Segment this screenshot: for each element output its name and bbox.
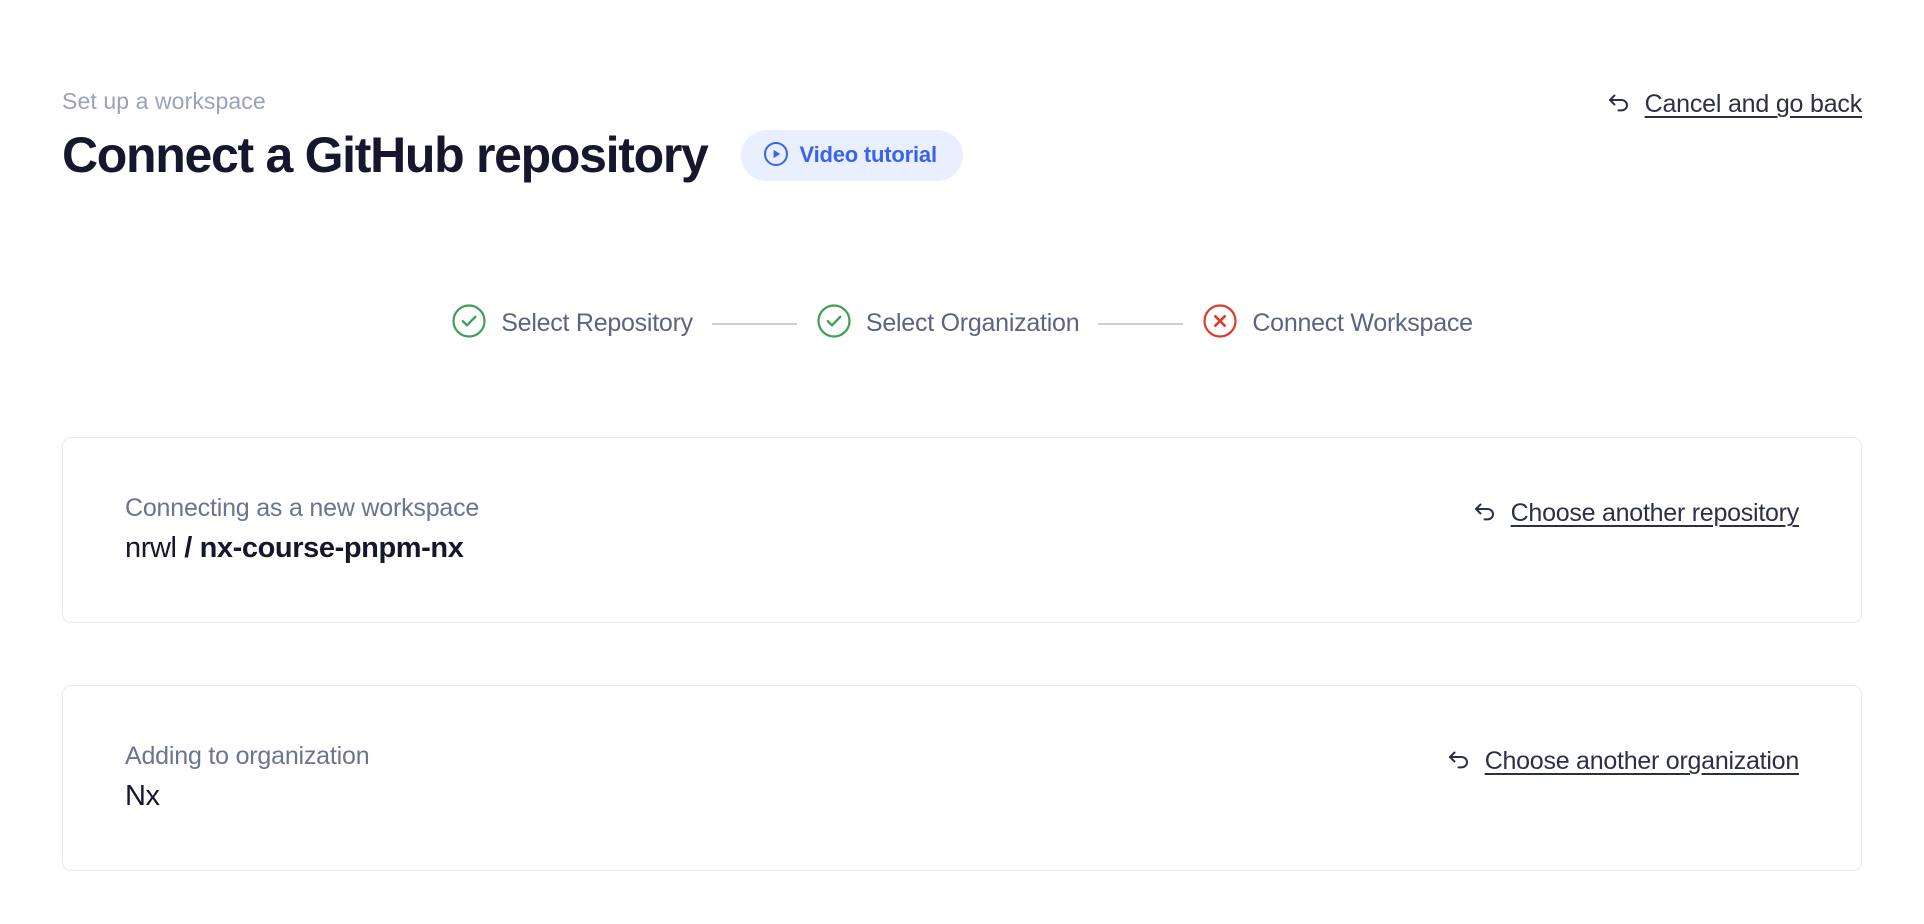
organization-card-value: Nx	[125, 780, 160, 813]
step-connector-1	[711, 322, 797, 325]
undo-arrow-icon	[1445, 745, 1473, 778]
video-tutorial-button[interactable]: Video tutorial	[740, 129, 963, 181]
organization-card-caption: Adding to organization	[125, 742, 370, 771]
repository-card: Connecting as a new workspace nrwl / nx-…	[62, 437, 1862, 623]
cancel-and-go-back-label: Cancel and go back	[1644, 90, 1863, 118]
x-circle-icon	[1202, 303, 1238, 344]
play-circle-icon	[763, 141, 789, 170]
repository-name: nx-course-pnpm-nx	[199, 532, 464, 565]
repository-card-caption: Connecting as a new workspace	[125, 494, 480, 523]
video-tutorial-label: Video tutorial	[799, 142, 938, 168]
step-select-repository[interactable]: Select Repository	[451, 303, 693, 344]
organization-card-inner: Adding to organization Nx Choose another…	[125, 742, 1799, 813]
repository-card-value: nrwl / nx-course-pnpm-nx	[125, 532, 479, 565]
repository-separator: /	[184, 532, 192, 565]
choose-another-organization-label: Choose another organization	[1484, 747, 1800, 776]
check-circle-icon	[816, 303, 852, 344]
step-label-connect-workspace: Connect Workspace	[1252, 309, 1473, 337]
choose-another-repository-label: Choose another repository	[1510, 499, 1800, 528]
organization-card: Adding to organization Nx Choose another…	[62, 685, 1862, 871]
choose-another-organization-link[interactable]: Choose another organization	[1445, 745, 1799, 778]
check-circle-icon	[451, 303, 487, 344]
step-label-select-repository: Select Repository	[501, 309, 693, 337]
breadcrumb: Set up a workspace	[62, 88, 266, 114]
undo-arrow-icon	[1605, 88, 1633, 121]
repository-card-inner: Connecting as a new workspace nrwl / nx-…	[125, 494, 1799, 565]
page-header: Set up a workspace Connect a GitHub repo…	[62, 88, 1862, 183]
title-row: Connect a GitHub repository Video tutori…	[62, 126, 1862, 183]
progress-stepper: Select Repository Select Organization Co…	[0, 303, 1924, 344]
repository-card-text: Connecting as a new workspace nrwl / nx-…	[125, 494, 479, 565]
organization-card-text: Adding to organization Nx	[125, 742, 370, 813]
step-connect-workspace[interactable]: Connect Workspace	[1202, 303, 1473, 344]
page-title: Connect a GitHub repository	[62, 126, 709, 183]
repository-owner: nrwl	[125, 532, 177, 565]
step-select-organization[interactable]: Select Organization	[816, 303, 1080, 344]
undo-arrow-icon	[1471, 497, 1499, 530]
choose-another-repository-link[interactable]: Choose another repository	[1471, 497, 1799, 530]
step-label-select-organization: Select Organization	[865, 309, 1080, 337]
step-connector-2	[1098, 322, 1184, 325]
cancel-and-go-back-link[interactable]: Cancel and go back	[1605, 88, 1862, 121]
